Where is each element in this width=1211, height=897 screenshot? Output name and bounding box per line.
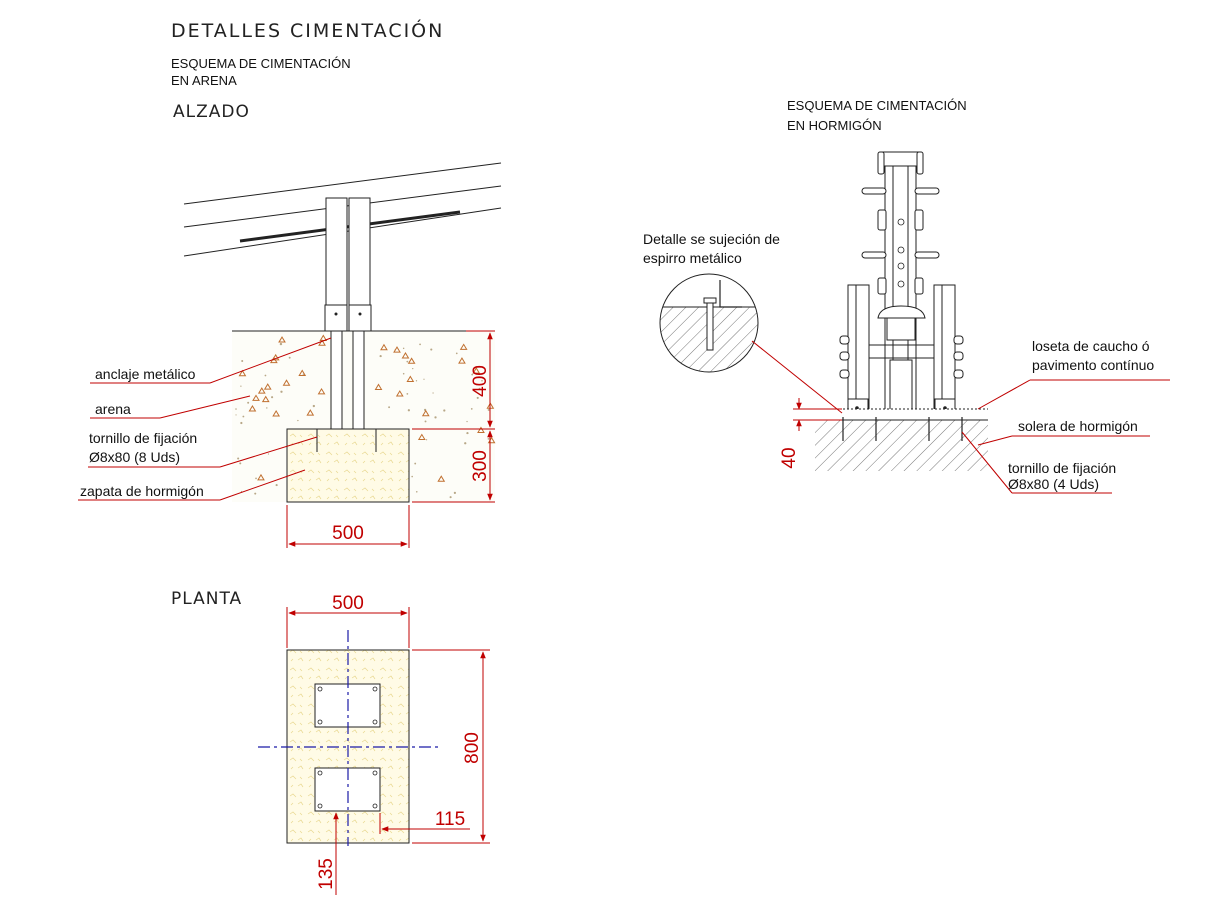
callout-tile-line2: pavimento contínuo — [1032, 357, 1154, 373]
dim-plan-offset-y: 135 — [316, 858, 337, 890]
dim-sand-depth: 400 — [470, 365, 491, 397]
callout-slab: solera de hormigón — [1018, 418, 1138, 434]
callout-anchor: anclaje metálico — [95, 366, 196, 382]
dim-footing-depth: 300 — [470, 450, 491, 482]
callout-bolt-line1: tornillo de fijación — [89, 430, 197, 446]
concrete-scheme-subtitle-2: EN HORMIGÓN — [787, 118, 882, 133]
sand-scheme-subtitle-2: EN ARENA — [171, 73, 237, 88]
callout-bolt-line2: Ø8x80 (8 Uds) — [89, 449, 180, 465]
dim-elevation-width: 500 — [332, 523, 364, 544]
elevation-dimensions: 400 300 500 — [286, 330, 495, 548]
callout-concrete-bolt-line2: Ø8x80 (4 Uds) — [1008, 476, 1099, 492]
callout-tile-line1: loseta de caucho ó — [1032, 338, 1150, 354]
sand-texture — [235, 334, 496, 499]
concrete-callouts: loseta de caucho ó pavimento contínuo so… — [751, 338, 1170, 494]
dim-plan-length: 800 — [462, 732, 483, 764]
dim-plan-width: 500 — [332, 593, 364, 614]
footing-plan — [258, 630, 438, 846]
concrete-footing — [286, 428, 410, 503]
callout-footing: zapata de hormigón — [80, 483, 204, 499]
callout-sand: arena — [95, 401, 131, 417]
elevation-label: ALZADO — [173, 102, 250, 122]
dim-plan-offset-x: 115 — [435, 809, 465, 830]
sand-elevation — [183, 162, 502, 503]
sheet-title: DETALLES CIMENTACIÓN — [171, 18, 444, 42]
concrete-slab — [815, 408, 988, 471]
concrete-scheme-subtitle-1: ESQUEMA DE CIMENTACIÓN — [787, 98, 967, 113]
detail-caption-line1: Detalle se sujeción de — [643, 231, 780, 247]
sand-scheme-subtitle-1: ESQUEMA DE CIMENTACIÓN — [171, 56, 351, 71]
callout-concrete-bolt-line1: tornillo de fijación — [1008, 460, 1116, 476]
elevation-callouts: anclaje metálico arena tornillo de fijac… — [78, 337, 332, 501]
fixing-detail-circle: Detalle se sujeción de espirro metálico — [643, 231, 780, 373]
detail-caption-line2: espirro metálico — [643, 250, 742, 266]
dim-slab-depth: 40 — [779, 447, 800, 468]
equipment-elevation — [839, 151, 964, 419]
plan-dimensions: 500 800 115 135 — [286, 593, 490, 895]
plan-label: PLANTA — [171, 589, 242, 609]
